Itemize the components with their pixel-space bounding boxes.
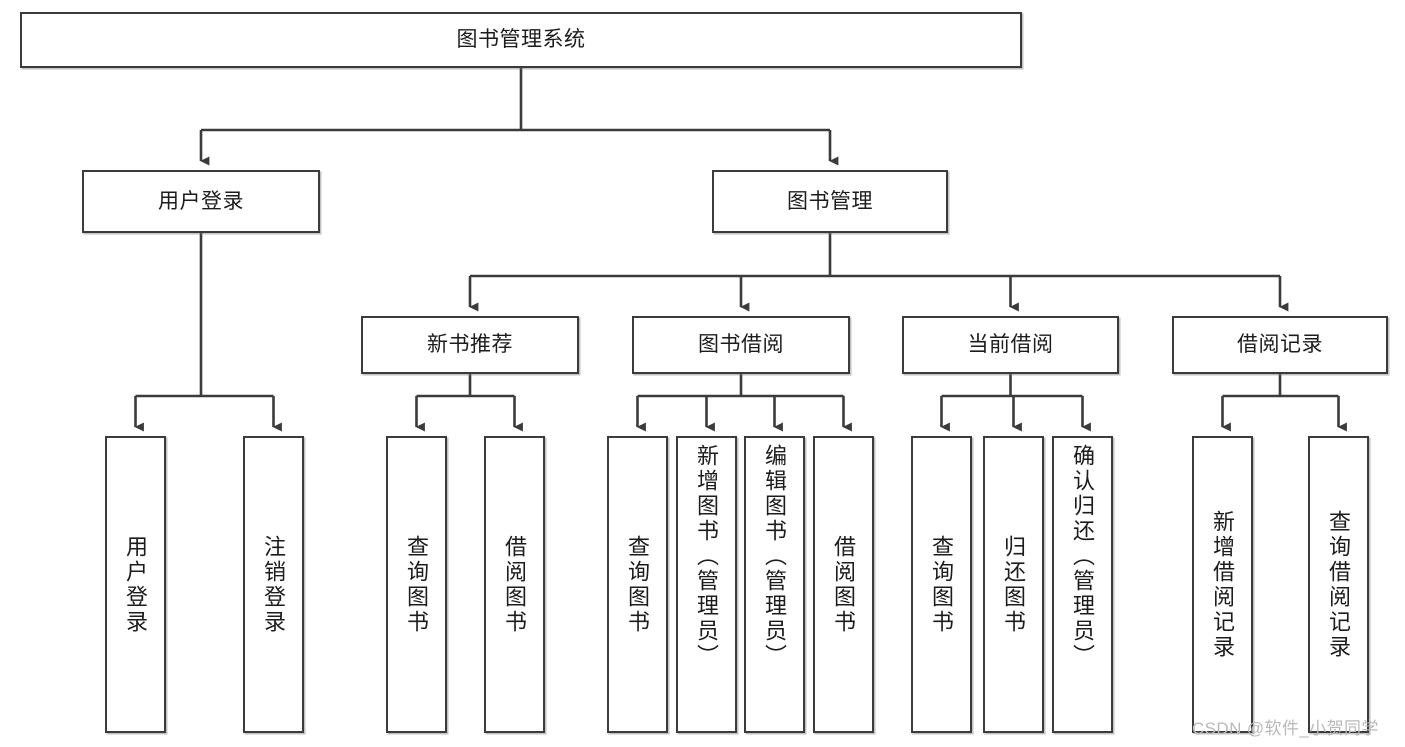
node-label: 新增借阅记录 xyxy=(1210,509,1236,660)
node-l-logout[interactable]: 注销登录 xyxy=(243,436,304,733)
node-borrow[interactable]: 图书借阅 xyxy=(632,316,850,374)
node-l-b2[interactable]: 借阅图书 xyxy=(813,436,874,733)
node-label: 归还图书 xyxy=(1001,534,1027,635)
node-label: 用户登录 xyxy=(123,534,149,635)
node-label: 编辑图书（管理员） xyxy=(762,444,788,669)
node-label: 借阅记录 xyxy=(1237,333,1323,357)
node-l-conf[interactable]: 确认归还（管理员） xyxy=(1052,436,1113,733)
node-records[interactable]: 借阅记录 xyxy=(1172,316,1388,374)
node-label: 借阅图书 xyxy=(831,534,857,635)
node-label: 新增图书（管理员） xyxy=(694,444,720,669)
node-l-edit[interactable]: 编辑图书（管理员） xyxy=(744,436,805,733)
node-label: 图书借阅 xyxy=(698,333,784,357)
node-label: 注销登录 xyxy=(261,534,287,635)
node-l-q2[interactable]: 查询图书 xyxy=(607,436,668,733)
node-login[interactable]: 用户登录 xyxy=(82,170,320,233)
node-l-newrec[interactable]: 新增借阅记录 xyxy=(1192,436,1253,733)
node-label: 查询图书 xyxy=(929,534,955,635)
node-label: 查询图书 xyxy=(625,534,651,635)
node-label: 图书管理 xyxy=(787,189,873,213)
node-newbook[interactable]: 新书推荐 xyxy=(361,316,579,374)
node-label: 用户登录 xyxy=(158,189,244,213)
node-l-qrec[interactable]: 查询借阅记录 xyxy=(1308,436,1369,733)
node-label: 图书管理系统 xyxy=(456,28,586,52)
node-l-b1[interactable]: 借阅图书 xyxy=(484,436,545,733)
node-l-q3[interactable]: 查询图书 xyxy=(911,436,972,733)
node-l-ret[interactable]: 归还图书 xyxy=(983,436,1044,733)
node-l-q1[interactable]: 查询图书 xyxy=(386,436,447,733)
watermark-text: CSDN @软件_小贺同学 xyxy=(1192,719,1379,738)
node-label: 借阅图书 xyxy=(502,534,528,635)
node-label: 确认归还（管理员） xyxy=(1070,444,1096,669)
node-current[interactable]: 当前借阅 xyxy=(902,316,1119,374)
node-label: 查询图书 xyxy=(404,534,430,635)
node-l-login[interactable]: 用户登录 xyxy=(105,436,166,733)
node-l-add[interactable]: 新增图书（管理员） xyxy=(676,436,737,733)
node-label: 当前借阅 xyxy=(967,333,1054,357)
node-bookmgmt[interactable]: 图书管理 xyxy=(712,170,948,233)
node-label: 新书推荐 xyxy=(427,333,513,357)
node-root[interactable]: 图书管理系统 xyxy=(20,12,1022,68)
node-label: 查询借阅记录 xyxy=(1326,509,1352,660)
